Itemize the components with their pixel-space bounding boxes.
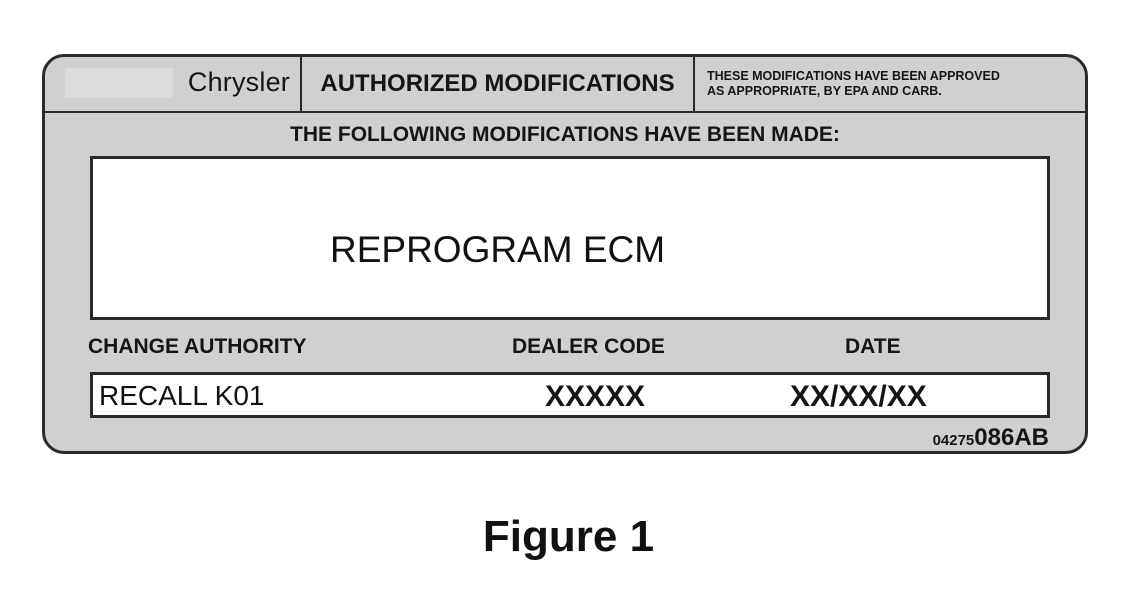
label-title: AUTHORIZED MODIFICATIONS	[302, 57, 695, 111]
date-value: XX/XX/XX	[790, 380, 927, 413]
change-authority-label: CHANGE AUTHORITY	[88, 335, 307, 358]
date-label: DATE	[845, 335, 901, 358]
brand-name: Chrysler	[187, 67, 290, 97]
modification-label: Chrysler AUTHORIZED MODIFICATIONS THESE …	[42, 54, 1088, 454]
values-box: RECALL K01 XXXXX XX/XX/XX	[90, 372, 1050, 418]
modifications-heading: THE FOLLOWING MODIFICATIONS HAVE BEEN MA…	[290, 123, 840, 146]
approval-note-line-1: THESE MODIFICATIONS HAVE BEEN APPROVED	[707, 69, 1000, 83]
modifications-text: REPROGRAM ECM	[330, 229, 666, 270]
figure-caption: Figure 1	[482, 512, 655, 561]
change-authority-value: RECALL K01	[99, 380, 265, 411]
modifications-box: REPROGRAM ECM	[90, 156, 1050, 320]
part-number-prefix: 04275	[932, 432, 975, 449]
approval-note: THESE MODIFICATIONS HAVE BEEN APPROVED A…	[695, 57, 1085, 111]
dealer-code-value: XXXXX	[545, 380, 646, 413]
part-number: 04275086AB	[933, 424, 1049, 452]
part-number-suffix: 086AB	[974, 424, 1049, 451]
dealer-code-label: DEALER CODE	[512, 335, 665, 358]
brand-cell: Chrysler	[45, 57, 302, 111]
approval-note-line-2: AS APPROPRIATE, BY EPA AND CARB.	[707, 84, 942, 98]
label-header: Chrysler AUTHORIZED MODIFICATIONS THESE …	[45, 57, 1085, 113]
brand-logo-placeholder	[65, 68, 173, 98]
